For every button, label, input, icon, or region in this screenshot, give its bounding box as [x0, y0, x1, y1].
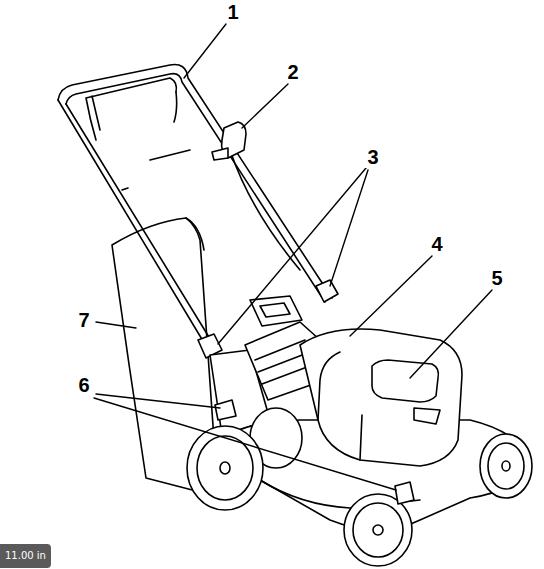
bag-edge [186, 218, 204, 250]
carry-handle [250, 296, 302, 326]
leader-lines [94, 24, 492, 490]
handle-frame-inner [66, 74, 325, 302]
housing-edge [318, 352, 362, 460]
callout-number: 2 [285, 61, 300, 83]
front-right-wheel [480, 434, 532, 498]
battery-latch [414, 408, 440, 424]
height-lever-front [395, 482, 414, 504]
battery-cover [372, 360, 438, 402]
callout-number: 5 [489, 267, 504, 289]
callout-number: 1 [225, 1, 240, 23]
handle-bail [86, 78, 176, 140]
cable [174, 92, 300, 270]
height-lever [215, 400, 236, 420]
handle-frame [58, 65, 332, 298]
motor-housing [300, 329, 462, 466]
callout-number: 6 [76, 374, 91, 396]
switch-knob [212, 148, 228, 160]
callout-number: 4 [429, 233, 444, 255]
front-left-wheel [344, 494, 412, 566]
handle-knob-right [316, 280, 338, 302]
handle-cross [122, 150, 190, 190]
callout-number: 3 [365, 146, 380, 168]
handle-left-rail [58, 100, 212, 346]
scale-badge: 11.00 in [0, 544, 51, 568]
callout-number: 7 [76, 309, 91, 331]
